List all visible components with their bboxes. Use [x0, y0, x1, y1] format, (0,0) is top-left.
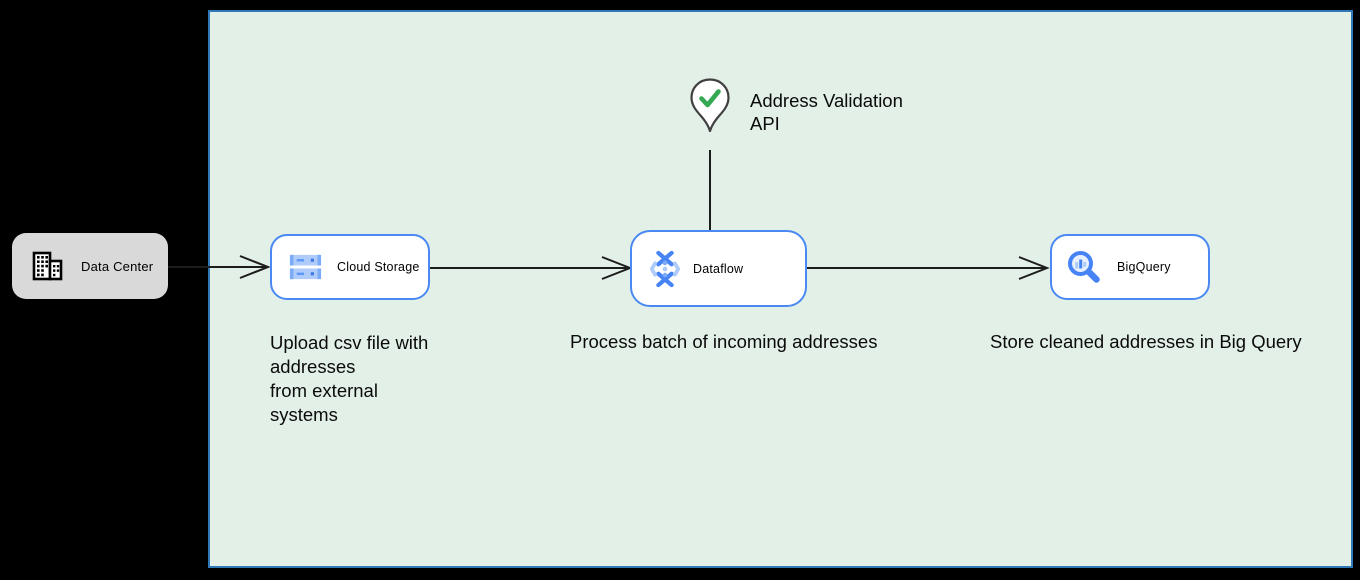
caption-process-batch: Process batch of incoming addresses [570, 331, 878, 352]
dataflow-icon [649, 250, 681, 287]
bigquery-icon [1068, 251, 1100, 283]
node-dataflow-label: Dataflow [693, 261, 744, 276]
caption-upload-csv: Upload csv file with addresses from exte… [270, 332, 429, 425]
node-cloud-storage[interactable]: Cloud Storage [270, 234, 430, 300]
node-data-center[interactable]: Data Center [12, 233, 168, 299]
building-icon [32, 251, 63, 281]
address-validation-api-label: Address Validation API [750, 90, 903, 134]
node-bigquery[interactable]: BigQuery [1050, 234, 1210, 300]
node-dataflow[interactable]: Dataflow [630, 230, 807, 307]
node-data-center-label: Data Center [81, 258, 154, 274]
map-pin-check-icon [690, 78, 730, 133]
cloud-storage-icon [289, 254, 322, 280]
caption-store-cleaned: Store cleaned addresses in Big Query [990, 331, 1302, 352]
node-bigquery-label: BigQuery [1117, 260, 1171, 274]
node-cloud-storage-label: Cloud Storage [337, 260, 420, 274]
